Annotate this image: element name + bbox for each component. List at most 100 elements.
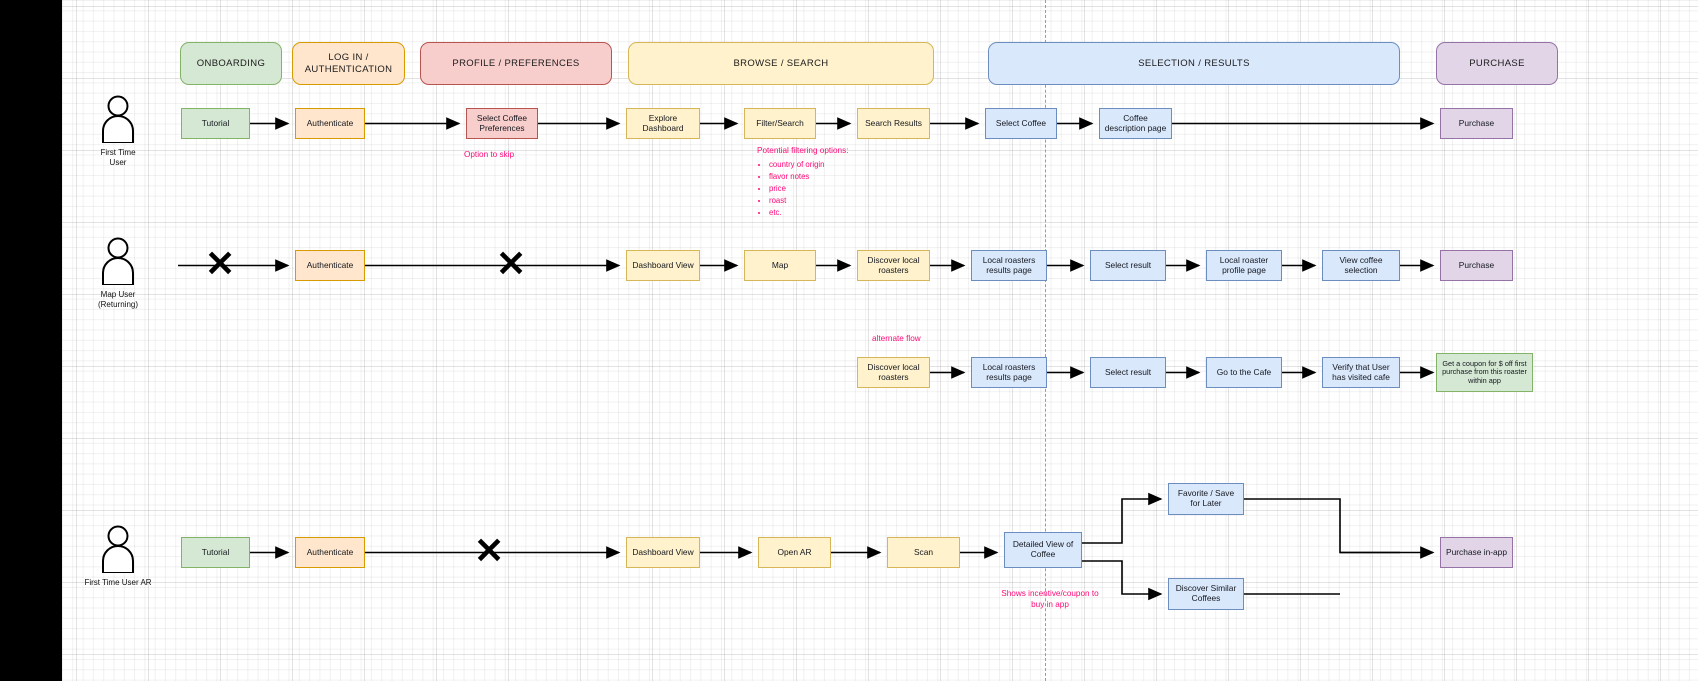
node-select-coffee[interactable]: Select Coffee bbox=[985, 108, 1057, 139]
actor-label: Map User (Returning) bbox=[97, 290, 138, 309]
x-mark-row2-profile: ✕ bbox=[496, 243, 527, 284]
phase-header-selection[interactable]: SELECTION / RESULTS bbox=[988, 42, 1400, 85]
node-filter-search[interactable]: Filter/Search bbox=[744, 108, 816, 139]
left-gutter bbox=[0, 0, 62, 681]
node-search-results[interactable]: Search Results bbox=[857, 108, 930, 139]
node-authenticate-2[interactable]: Authenticate bbox=[295, 250, 365, 281]
node-detailed-view-of-coffee[interactable]: Detailed View of Coffee bbox=[1004, 532, 1082, 568]
node-tutorial[interactable]: Tutorial bbox=[181, 108, 250, 139]
node-label: Tutorial bbox=[201, 117, 230, 128]
node-label: Search Results bbox=[865, 117, 922, 128]
node-go-to-the-cafe[interactable]: Go to the Cafe bbox=[1206, 357, 1282, 388]
node-coupon-reward[interactable]: Get a coupon for $ off first purchase fr… bbox=[1436, 353, 1533, 392]
node-label: Explore Dashboard bbox=[642, 112, 684, 133]
node-local-roasters-results-page-2[interactable]: Local roasters results page bbox=[971, 357, 1047, 388]
phase-header-profile[interactable]: PROFILE / PREFERENCES bbox=[420, 42, 612, 85]
node-label: Dashboard View bbox=[632, 259, 694, 270]
phase-header-purchase[interactable]: PURCHASE bbox=[1436, 42, 1558, 85]
node-label: Local roasters results page bbox=[982, 254, 1036, 275]
node-view-coffee-selection[interactable]: View coffee selection bbox=[1322, 250, 1400, 281]
node-label: Authenticate bbox=[306, 259, 354, 270]
phase-label: BROWSE / SEARCH bbox=[733, 57, 829, 69]
phase-divider bbox=[1045, 0, 1046, 681]
node-label: Local roaster profile page bbox=[1219, 254, 1269, 275]
node-label: Select Coffee Preferences bbox=[476, 112, 528, 133]
phase-label: PROFILE / PREFERENCES bbox=[452, 57, 580, 69]
phase-label: SELECTION / RESULTS bbox=[1138, 57, 1250, 69]
node-label: Open AR bbox=[777, 546, 812, 557]
node-discover-similar-coffees[interactable]: Discover Similar Coffees bbox=[1168, 578, 1244, 610]
node-label: Purchase bbox=[1458, 259, 1495, 270]
node-label: Purchase bbox=[1458, 117, 1495, 128]
node-label: Discover local roasters bbox=[867, 254, 920, 275]
filter-option: flavor notes bbox=[769, 172, 907, 183]
annotation-potential-filtering-options: Potential filtering options: country of … bbox=[757, 145, 907, 220]
node-label: Select result bbox=[1104, 259, 1152, 270]
phase-header-browse[interactable]: BROWSE / SEARCH bbox=[628, 42, 934, 85]
actor-first-time-user: First Time User bbox=[78, 95, 158, 168]
node-map[interactable]: Map bbox=[744, 250, 816, 281]
node-label: Detailed View of Coffee bbox=[1012, 539, 1074, 559]
node-purchase-in-app[interactable]: Purchase in-app bbox=[1440, 537, 1513, 568]
person-icon bbox=[102, 95, 134, 143]
node-open-ar[interactable]: Open AR bbox=[758, 537, 831, 568]
node-tutorial-ar[interactable]: Tutorial bbox=[181, 537, 250, 568]
node-label: Dashboard View bbox=[632, 546, 694, 557]
node-label: Go to the Cafe bbox=[1216, 366, 1272, 377]
node-label: Select result bbox=[1104, 366, 1152, 377]
filter-option: etc. bbox=[769, 208, 907, 219]
node-label: Local roasters results page bbox=[982, 361, 1036, 382]
node-label: Purchase in-app bbox=[1446, 546, 1507, 557]
node-select-result-1[interactable]: Select result bbox=[1090, 250, 1166, 281]
node-discover-local-roasters-1[interactable]: Discover local roasters bbox=[857, 250, 930, 281]
node-label: Coffee description page bbox=[1104, 112, 1167, 133]
node-label: Discover local roasters bbox=[867, 361, 920, 382]
phase-label: LOG IN / AUTHENTICATION bbox=[304, 52, 393, 75]
node-select-result-2[interactable]: Select result bbox=[1090, 357, 1166, 388]
node-purchase-2[interactable]: Purchase bbox=[1440, 250, 1513, 281]
node-authenticate-1[interactable]: Authenticate bbox=[295, 108, 365, 139]
node-label: Map bbox=[771, 259, 789, 270]
node-local-roasters-results-page-1[interactable]: Local roasters results page bbox=[971, 250, 1047, 281]
node-purchase-1[interactable]: Purchase bbox=[1440, 108, 1513, 139]
node-label: Get a coupon for $ off first purchase fr… bbox=[1442, 358, 1527, 385]
node-explore-dashboard[interactable]: Explore Dashboard bbox=[626, 108, 700, 139]
phase-header-login[interactable]: LOG IN / AUTHENTICATION bbox=[292, 42, 405, 85]
x-mark-row4-profile: ✕ bbox=[474, 530, 505, 571]
node-label: Scan bbox=[913, 546, 934, 557]
node-dashboard-view-1[interactable]: Dashboard View bbox=[626, 250, 700, 281]
node-discover-local-roasters-2[interactable]: Discover local roasters bbox=[857, 357, 930, 388]
node-label: Select Coffee bbox=[995, 117, 1047, 128]
person-icon bbox=[102, 237, 134, 285]
node-select-coffee-preferences[interactable]: Select Coffee Preferences bbox=[466, 108, 538, 139]
phase-label: ONBOARDING bbox=[196, 57, 266, 69]
node-label: Authenticate bbox=[306, 117, 354, 128]
node-label: Favorite / Save for Later bbox=[1177, 488, 1235, 508]
node-coffee-description-page[interactable]: Coffee description page bbox=[1099, 108, 1172, 139]
node-scan[interactable]: Scan bbox=[887, 537, 960, 568]
node-label: Tutorial bbox=[201, 546, 230, 557]
node-label: Verify that User has visited cafe bbox=[1332, 361, 1390, 382]
person-icon bbox=[102, 525, 134, 573]
phase-header-onboarding[interactable]: ONBOARDING bbox=[180, 42, 282, 85]
node-label: Authenticate bbox=[306, 546, 354, 557]
node-favorite-save-for-later[interactable]: Favorite / Save for Later bbox=[1168, 483, 1244, 515]
annotation-alternate-flow: alternate flow bbox=[872, 334, 921, 343]
filter-note-list: country of origin flavor notes price roa… bbox=[769, 160, 907, 219]
node-verify-user-visited-cafe[interactable]: Verify that User has visited cafe bbox=[1322, 357, 1400, 388]
annotation-option-to-skip: Option to skip bbox=[464, 150, 515, 159]
node-label: Discover Similar Coffees bbox=[1175, 583, 1237, 603]
node-local-roaster-profile-page[interactable]: Local roaster profile page bbox=[1206, 250, 1282, 281]
actor-label: First Time User bbox=[100, 148, 136, 167]
phase-label: PURCHASE bbox=[1469, 57, 1525, 69]
node-authenticate-3[interactable]: Authenticate bbox=[295, 537, 365, 568]
filter-option: roast bbox=[769, 196, 907, 207]
actor-label: First Time User AR bbox=[84, 578, 152, 587]
filter-note-title: Potential filtering options: bbox=[757, 146, 849, 155]
node-label: View coffee selection bbox=[1339, 254, 1383, 275]
node-dashboard-view-2[interactable]: Dashboard View bbox=[626, 537, 700, 568]
node-label: Filter/Search bbox=[756, 117, 804, 128]
filter-option: country of origin bbox=[769, 160, 907, 171]
actor-first-time-user-ar: First Time User AR bbox=[70, 525, 166, 588]
